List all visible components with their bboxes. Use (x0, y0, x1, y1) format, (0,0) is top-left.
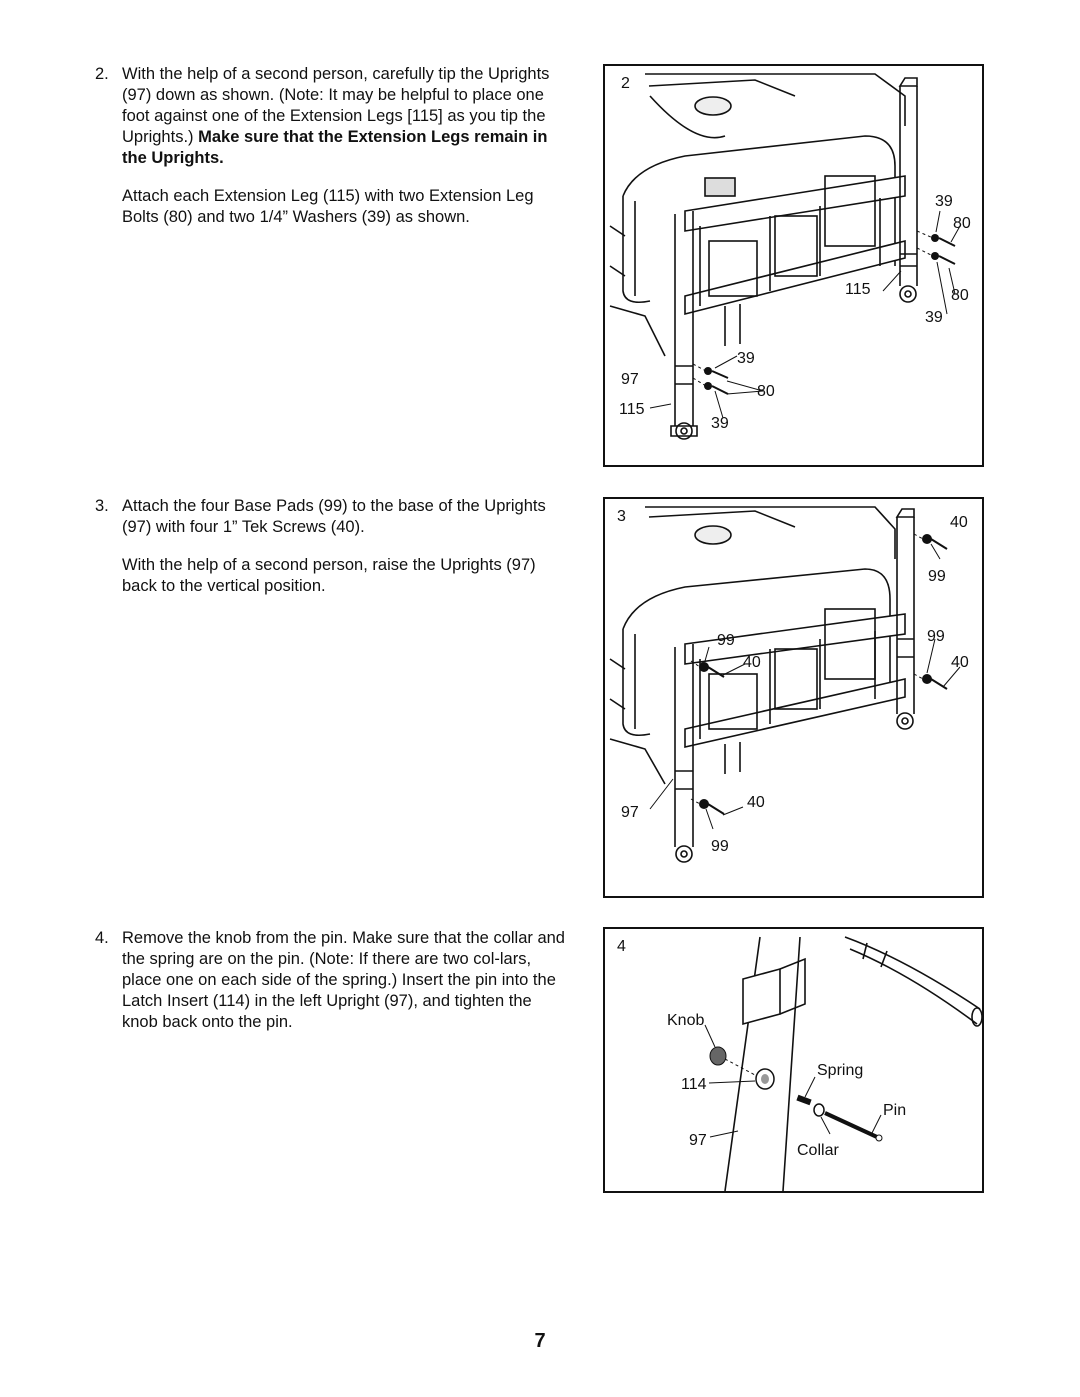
callout-label: 80 (951, 287, 969, 304)
callout-label: 80 (757, 383, 775, 400)
callout-label: 115 (619, 401, 645, 418)
base-pads-screws (699, 534, 948, 815)
step-paragraph: Attach each Extension Leg (115) with two… (122, 187, 534, 226)
upright-drawing (724, 936, 982, 1191)
figure-step-label: 4 (617, 938, 626, 955)
warning-text: Make sure that the Extension Legs remain… (122, 128, 548, 167)
callout-label: Pin (883, 1102, 906, 1119)
callout-label: Collar (797, 1142, 839, 1159)
step-paragraph: Remove the knob from the pin. Make sure … (122, 929, 565, 1031)
callout-label: 97 (689, 1132, 707, 1149)
figure-step-label: 2 (621, 75, 630, 92)
callout-label: Spring (817, 1062, 863, 1079)
latch-pin-illustration: 4 Knob Spring 114 Pin 97 Collar (617, 936, 982, 1191)
callout-label: 97 (621, 804, 639, 821)
callout-label: 115 (845, 281, 871, 298)
callout-label: 39 (737, 350, 755, 367)
figure-step-2: 2 39 80 115 80 39 39 97 80 115 39 (603, 64, 984, 467)
callout-label: 114 (681, 1076, 707, 1093)
callout-label: 40 (747, 794, 765, 811)
step-3: 3. Attach the four Base Pads (99) to the… (95, 496, 570, 614)
callout-label: 40 (950, 514, 968, 531)
callout-leaders (649, 543, 961, 830)
callout-label: 39 (711, 415, 729, 432)
callout-label: Knob (667, 1012, 704, 1029)
step-paragraph: With the help of a second person, carefu… (122, 65, 550, 167)
figure-step-4: 4 Knob Spring 114 Pin 97 Collar (603, 927, 984, 1193)
hardware-washers-bolts (704, 234, 956, 395)
callout-label: 99 (717, 632, 735, 649)
page-number: 7 (534, 1330, 546, 1352)
callout-label: 39 (935, 193, 953, 210)
step-4: 4. Remove the knob from the pin. Make su… (95, 928, 570, 1050)
callout-leaders (704, 1024, 882, 1138)
treadmill-upright-illustration: 3 40 99 99 99 40 40 97 40 99 (609, 506, 969, 863)
callout-label: 39 (925, 309, 943, 326)
latch-parts (709, 1046, 883, 1142)
treadmill-drawing (609, 73, 918, 440)
step-number: 3. (95, 497, 109, 515)
step-2: 2. With the help of a second person, car… (95, 64, 570, 245)
callout-label: 40 (951, 654, 969, 671)
callout-label: 97 (621, 371, 639, 388)
callout-label: 99 (927, 628, 945, 645)
figure-step-3: 3 40 99 99 99 40 40 97 40 99 (603, 497, 984, 898)
step-number: 4. (95, 929, 109, 947)
step-paragraph: With the help of a second person, raise … (122, 556, 536, 595)
step-paragraph: Attach the four Base Pads (99) to the ba… (122, 497, 546, 536)
step-number: 2. (95, 65, 109, 83)
callout-label: 80 (953, 215, 971, 232)
figure-step-label: 3 (617, 508, 626, 525)
callout-label: 40 (743, 654, 761, 671)
callout-leaders (649, 210, 961, 419)
treadmill-drawing (609, 506, 915, 863)
treadmill-tipped-illustration: 2 39 80 115 80 39 39 97 80 115 39 (609, 73, 971, 440)
callout-label: 99 (711, 838, 729, 855)
leader-dashes (692, 230, 934, 387)
callout-label: 99 (928, 568, 946, 585)
